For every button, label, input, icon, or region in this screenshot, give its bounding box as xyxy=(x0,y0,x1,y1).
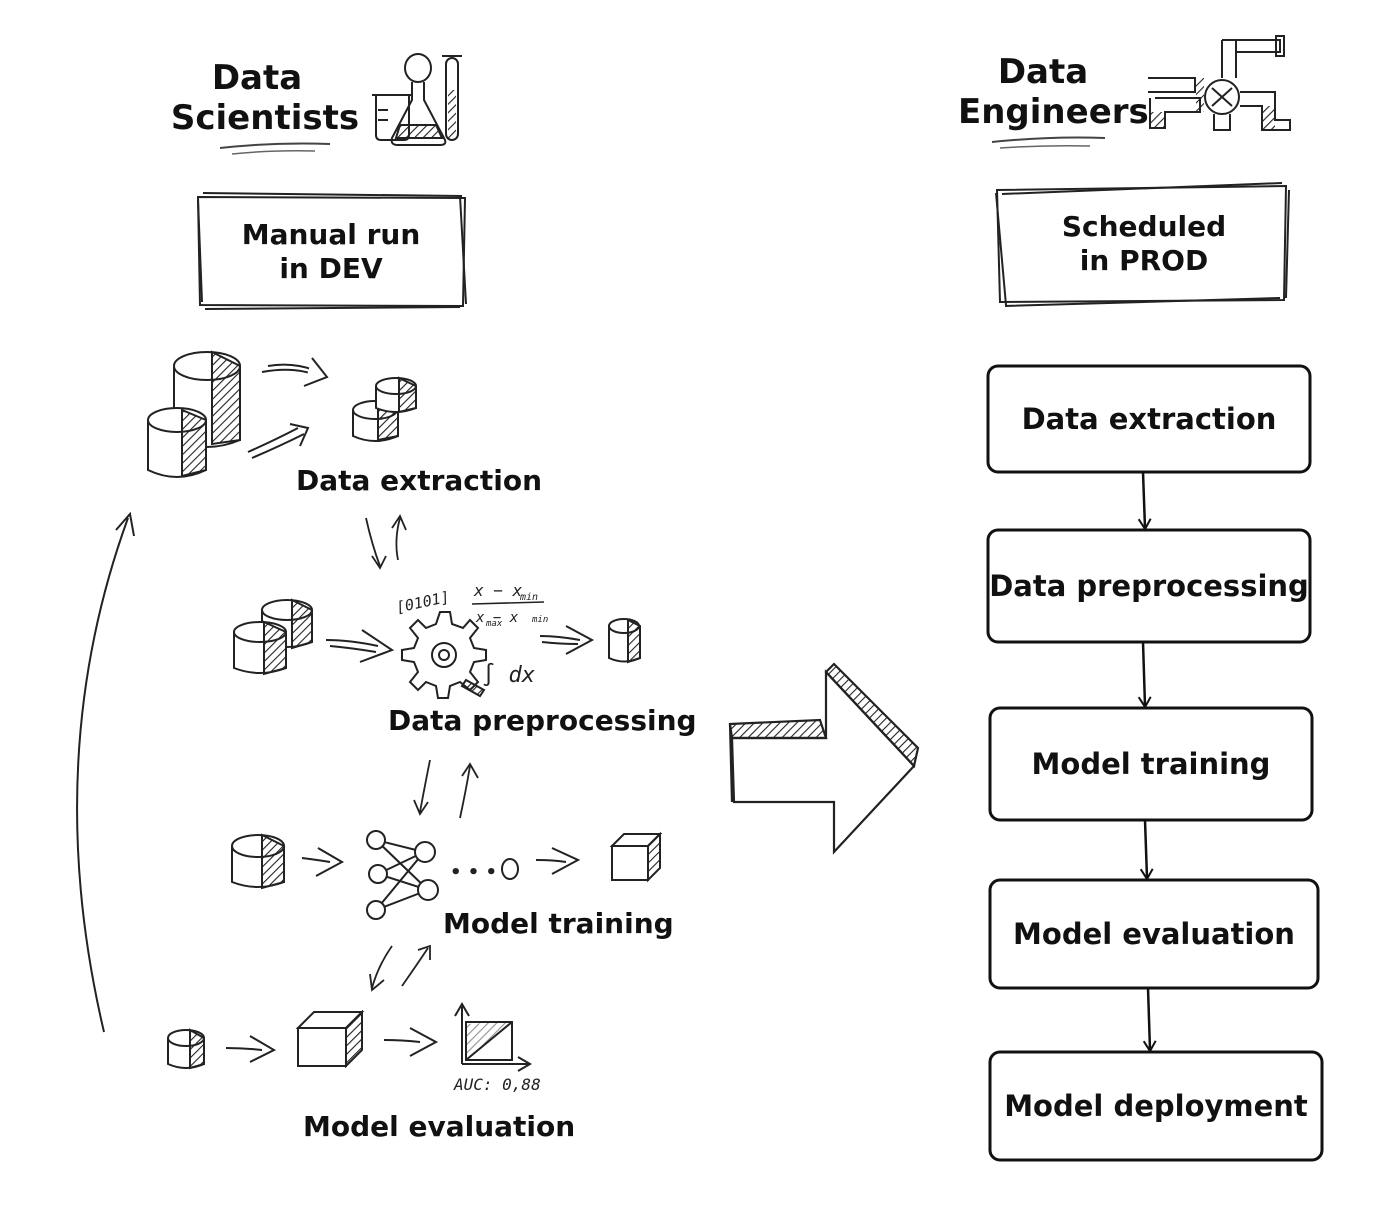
model-cube-icon-training xyxy=(609,831,663,883)
pipeline-connector-arrow xyxy=(1139,819,1154,881)
prod-mode-line1: Scheduled xyxy=(1061,210,1227,243)
pipeline-connector-arrow xyxy=(1137,471,1152,531)
right-role-line2: Engineers xyxy=(958,92,1149,132)
database-icon-training xyxy=(231,833,285,890)
roc-curve-icon xyxy=(454,1002,532,1072)
pipeline-label-data-preprocessing: Data preprocessing xyxy=(989,569,1309,603)
sketch-arrows-extraction xyxy=(247,357,329,459)
pipeline-box-data-extraction xyxy=(986,364,1312,474)
formula-den-sub2: min xyxy=(531,615,548,625)
database-icon-evaluation xyxy=(167,1028,205,1070)
formula-denominator: x − x xyxy=(475,610,519,626)
dev-mode-line2: in DEV xyxy=(279,252,383,285)
ellipsis-dots: • • • xyxy=(450,862,497,883)
right-role-title: Data Engineers xyxy=(958,52,1149,132)
stage-label-training: Model training xyxy=(443,907,674,940)
database-icons-extraction xyxy=(147,350,417,478)
formula-den-sub1: max xyxy=(485,619,503,629)
lab-glassware-icon xyxy=(372,53,462,146)
pipeline-box-model-training xyxy=(988,706,1314,822)
left-role-line2: Scientists xyxy=(170,98,360,138)
integral-doodle: ∫ dx xyxy=(482,662,535,688)
pipeline-label-model-training: Model training xyxy=(1031,747,1271,781)
loop-arrows xyxy=(365,514,479,992)
feedback-loop-arrow xyxy=(76,517,129,1033)
pipeline-box-model-deployment xyxy=(988,1050,1324,1162)
database-icons-preprocessing xyxy=(233,598,641,676)
pipeline-connector-arrow xyxy=(1142,987,1157,1053)
pipeline-label-model-deployment: Model deployment xyxy=(1004,1089,1308,1123)
sketch-arrows-evaluation xyxy=(225,1027,439,1063)
big-right-arrow-icon xyxy=(728,662,920,855)
pipeline-label-data-extraction: Data extraction xyxy=(1021,402,1277,436)
prod-mode-box xyxy=(995,182,1290,307)
neural-network-icon xyxy=(366,830,519,920)
dev-mode-box xyxy=(196,192,467,310)
sketch-arrows-preprocessing xyxy=(325,625,595,663)
left-role-title: Data Scientists xyxy=(170,58,360,138)
right-role-line1: Data xyxy=(997,52,1089,92)
prod-mode-label: Scheduled in PROD xyxy=(1002,210,1286,278)
model-cube-icon-evaluation xyxy=(295,1009,365,1069)
sketch-arrows-training xyxy=(301,847,581,877)
stage-label-extraction: Data extraction xyxy=(296,464,543,497)
pipeline-box-model-evaluation xyxy=(988,878,1320,990)
formula-num-sub: min xyxy=(519,592,538,603)
pipeline-layer xyxy=(986,364,1324,1162)
left-role-line1: Data xyxy=(211,58,303,98)
prod-mode-line2: in PROD xyxy=(1079,244,1209,277)
auc-label: AUC: 0,88 xyxy=(453,1075,541,1094)
dev-mode-line1: Manual run xyxy=(241,218,421,251)
pipeline-label-model-evaluation: Model evaluation xyxy=(1013,917,1295,951)
pipeline-connector-arrow xyxy=(1137,641,1152,709)
gear-icon xyxy=(401,611,487,699)
pipes-icon xyxy=(1148,35,1291,131)
stage-label-evaluation: Model evaluation xyxy=(303,1110,576,1143)
pipeline-box-data-preprocessing xyxy=(986,528,1312,644)
formula-numerator: x − x xyxy=(473,581,523,600)
stage-label-preprocessing: Data preprocessing xyxy=(388,704,697,737)
dev-mode-label: Manual run in DEV xyxy=(200,218,462,286)
